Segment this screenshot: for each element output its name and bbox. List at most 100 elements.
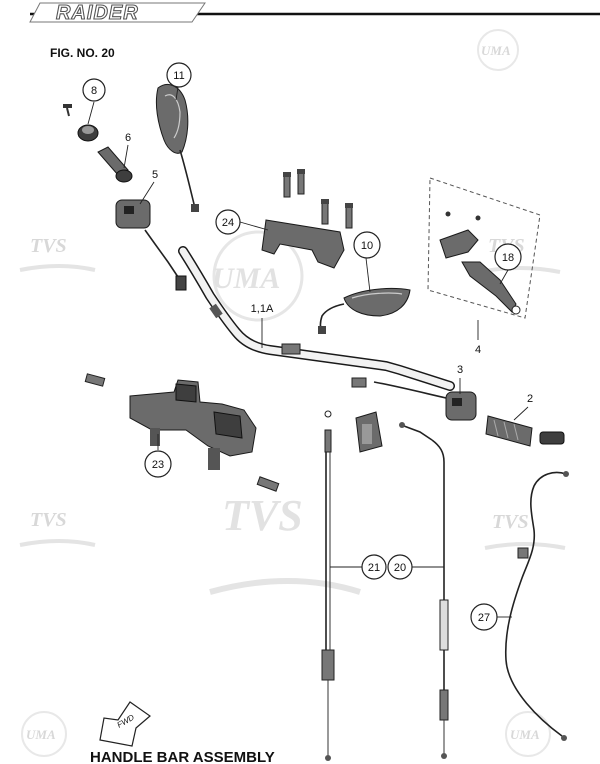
watermark-tvs-left-top: TVS	[30, 235, 67, 257]
watermark-swoosh	[484, 542, 566, 550]
watermark-swoosh	[19, 264, 96, 272]
svg-text:UMA: UMA	[481, 43, 511, 58]
holder-bolts	[283, 169, 353, 229]
grip-body	[485, 415, 533, 447]
right-switch-button	[452, 398, 462, 406]
holder-bolt	[297, 171, 305, 195]
indicator-left-stalk	[179, 149, 196, 209]
svg-text:6: 6	[125, 132, 131, 144]
callout-21: 21	[361, 554, 387, 580]
holder-bolt	[283, 174, 291, 198]
leader-6	[123, 144, 129, 169]
watermark-tvs-left-bottom: TVS	[30, 509, 67, 531]
leader-10	[365, 257, 371, 293]
right-switch-harness	[373, 381, 447, 399]
part-lower-holder	[84, 373, 280, 492]
leader-8	[87, 101, 95, 125]
long-cable-sheath	[504, 471, 567, 737]
part-switch-cover	[355, 411, 383, 453]
callout-27: 27	[470, 603, 498, 631]
watermark-layer: TVS TVS TVS TVS TVS UMA UMA UMA UMA	[19, 29, 566, 757]
lower-holder-body	[129, 379, 257, 457]
fwd-arrow-shape	[99, 701, 151, 747]
svg-text:UMA: UMA	[26, 727, 56, 742]
raider-logo: RAIDER	[29, 1, 206, 25]
callout-8: 8	[82, 78, 106, 102]
header: RAIDER FIG. NO. 20	[29, 1, 600, 60]
left-switch-connector	[175, 275, 187, 291]
svg-text:UMA: UMA	[510, 727, 540, 742]
handlebar-clamp	[351, 377, 367, 388]
handlebar-tube	[179, 247, 454, 390]
leader-11	[175, 86, 179, 101]
leader-18	[499, 269, 509, 285]
part-throttle-pipe	[97, 146, 133, 183]
svg-text:3: 3	[457, 364, 463, 376]
part-right-switch	[373, 381, 477, 421]
callout-11: 11	[166, 62, 192, 88]
svg-text:21: 21	[368, 562, 380, 574]
part-handlebar	[178, 246, 455, 391]
part-clutch-cable	[321, 410, 335, 761]
throttle-cable-top	[403, 425, 433, 441]
callout-10: 10	[353, 231, 381, 259]
svg-text:20: 20	[394, 562, 406, 574]
part-brake-lever-set	[427, 177, 541, 319]
leader-2	[513, 406, 529, 421]
callout-4: 4	[475, 344, 481, 356]
throttle-pipe-body	[97, 146, 129, 176]
callouts: 8 6 5 11 24 10 18 4 1,1A 3	[82, 62, 533, 631]
long-cable-clip	[517, 547, 529, 559]
part-upper-holder	[261, 169, 353, 269]
watermark-tvs-center: TVS	[222, 491, 303, 540]
clutch-cable-end-fitting	[321, 649, 335, 681]
callout-23: 23	[144, 450, 172, 478]
holder-bolt	[256, 476, 280, 492]
watermark-uma-top-right: UMA	[477, 29, 519, 71]
throttle-cable-sheath	[431, 439, 445, 690]
callout-3: 3	[457, 364, 463, 376]
screw-shank	[66, 107, 70, 117]
holder-bolt	[345, 205, 353, 229]
leader-5	[139, 181, 155, 205]
screw-head	[63, 104, 72, 108]
raider-logo-text: RAIDER	[56, 2, 139, 24]
fwd-arrow-icon: FWD	[99, 701, 151, 747]
svg-text:8: 8	[91, 85, 97, 97]
svg-text:11: 11	[173, 70, 184, 82]
clutch-cable-adjuster	[324, 429, 332, 453]
handlebar-knurl	[209, 303, 223, 319]
lever-bracket	[439, 229, 479, 259]
svg-text:UMA: UMA	[212, 262, 280, 295]
svg-text:23: 23	[152, 459, 164, 471]
callout-20: 20	[387, 554, 413, 580]
watermark-swoosh	[479, 266, 561, 274]
part-grommet	[63, 104, 99, 142]
watermark-swoosh	[19, 539, 96, 547]
part-long-cable	[504, 471, 569, 741]
part-indicator-left	[155, 84, 199, 212]
svg-text:18: 18	[502, 252, 514, 264]
svg-text:5: 5	[152, 169, 158, 181]
throttle-cable-end-fitting	[439, 689, 449, 721]
callout-6: 6	[125, 132, 131, 144]
callout-1-1a: 1,1A	[251, 303, 274, 315]
indicator-right-housing	[343, 287, 411, 317]
figure-label: FIG. NO. 20	[50, 46, 115, 60]
svg-text:4: 4	[475, 344, 481, 356]
handlebar-clamp	[281, 343, 301, 355]
svg-text:27: 27	[478, 612, 490, 624]
part-indicator-right	[318, 287, 411, 334]
watermark-uma-center: UMA	[212, 230, 304, 322]
part-grip	[485, 415, 565, 447]
svg-text:1,1A: 1,1A	[251, 303, 274, 315]
part-left-switch	[115, 199, 187, 291]
callout-2: 2	[527, 393, 533, 405]
assembly-title: HANDLE BAR ASSEMBLY	[90, 749, 275, 764]
part-throttle-cable	[399, 422, 449, 759]
throttle-pipe-flange	[115, 169, 133, 183]
leader-24	[239, 221, 269, 231]
watermark-swoosh	[209, 578, 361, 595]
callout-5: 5	[152, 169, 158, 181]
